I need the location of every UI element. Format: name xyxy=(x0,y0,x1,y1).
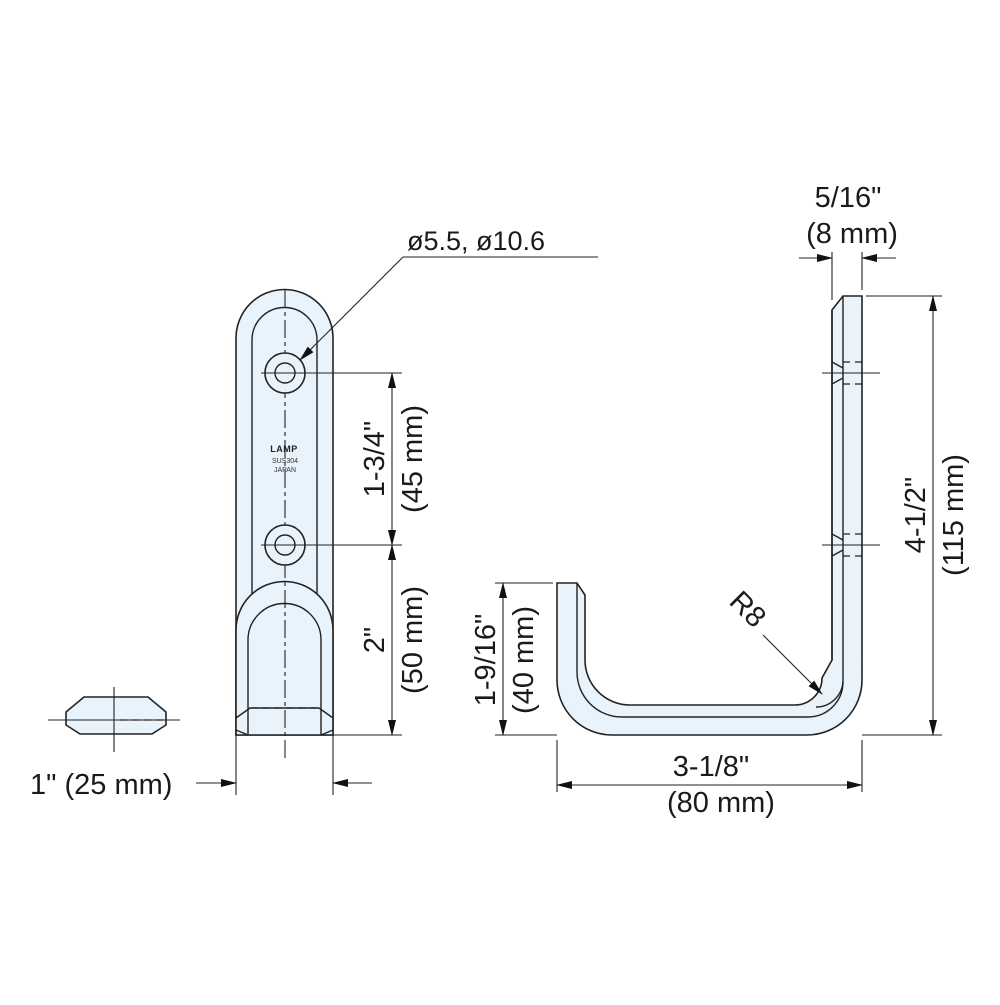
thickness-mm: (8 mm) xyxy=(806,218,898,250)
hook-height-dimension: 1-9/16" (40 mm) xyxy=(470,582,557,736)
hole-diameter-callout: ø5.5, ø10.6 xyxy=(299,226,598,361)
width-dimension: 1" (25 mm) xyxy=(30,735,372,801)
depth-in: 3-1/8" xyxy=(673,751,749,783)
radius-label: R8 xyxy=(723,585,772,634)
thickness-in: 5/16" xyxy=(815,182,882,214)
stamp-material: SUS304 xyxy=(272,458,298,465)
width-label: 1" (25 mm) xyxy=(30,769,172,801)
front-view: LAMP SUS304 JAPAN xyxy=(235,288,402,760)
depth-dimension: 3-1/8" (80 mm) xyxy=(556,740,863,819)
radius-callout: R8 xyxy=(723,585,823,695)
stamp-logo: LAMP xyxy=(270,444,298,454)
side-view xyxy=(556,295,880,736)
lower-height-in: 2" xyxy=(359,627,391,653)
hole-spacing-dimension: 1-3/4" (45 mm) xyxy=(359,372,429,546)
total-height-dimension: 4-1/2" (115 mm) xyxy=(862,295,970,736)
hook-height-mm: (40 mm) xyxy=(508,606,540,714)
depth-mm: (80 mm) xyxy=(667,787,775,819)
section-view xyxy=(48,687,180,752)
total-height-mm: (115 mm) xyxy=(938,454,970,576)
lower-height-dimension: 2" (50 mm) xyxy=(333,544,429,736)
hook-height-in: 1-9/16" xyxy=(470,614,502,707)
stamp-origin: JAPAN xyxy=(274,467,296,474)
hole-spacing-in: 1-3/4" xyxy=(359,421,391,497)
thickness-dimension: 5/16" (8 mm) xyxy=(799,182,898,300)
lower-height-mm: (50 mm) xyxy=(397,586,429,694)
hole-spacing-mm: (45 mm) xyxy=(397,405,429,513)
hole-diameter-label: ø5.5, ø10.6 xyxy=(407,226,545,256)
total-height-in: 4-1/2" xyxy=(900,477,932,553)
